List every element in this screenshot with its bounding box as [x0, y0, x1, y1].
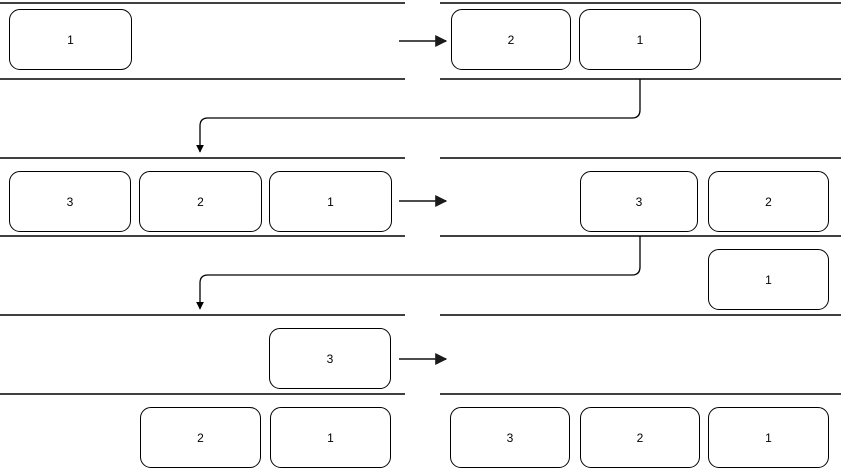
state-node-label: 2 — [197, 430, 204, 445]
state-node-1[interactable]: 1 — [269, 171, 392, 232]
wrap-connectors-group — [196, 79, 641, 310]
state-node-label: 2 — [507, 32, 515, 47]
state-node-3[interactable]: 3 — [9, 171, 131, 232]
state-node-label: 3 — [635, 194, 643, 209]
state-node-label: 1 — [327, 430, 334, 445]
state-node-label: 2 — [765, 194, 772, 209]
state-node-label: 3 — [66, 194, 74, 209]
state-node-3[interactable]: 3 — [580, 171, 698, 232]
state-node-label: 1 — [765, 430, 772, 445]
state-node-1[interactable]: 1 — [708, 407, 829, 468]
state-node-label: 3 — [326, 351, 334, 366]
transition-arrows-group — [399, 35, 448, 365]
state-node-3[interactable]: 3 — [269, 328, 391, 389]
wrap-connector-row2-to-row3 — [196, 236, 641, 310]
state-node-2[interactable]: 2 — [451, 9, 571, 70]
state-node-label: 1 — [636, 32, 644, 47]
wrap-connector-row1-to-row2 — [196, 79, 641, 153]
state-node-label: 3 — [506, 430, 514, 445]
state-node-1[interactable]: 1 — [579, 9, 701, 70]
state-node-2[interactable]: 2 — [708, 171, 829, 232]
state-node-label: 2 — [636, 430, 644, 445]
state-node-2[interactable]: 2 — [140, 407, 261, 468]
state-node-1[interactable]: 1 — [270, 407, 391, 468]
state-node-label: 1 — [765, 272, 772, 287]
state-node-label: 1 — [67, 32, 74, 47]
state-node-1[interactable]: 1 — [708, 249, 829, 310]
state-node-2[interactable]: 2 — [580, 407, 700, 468]
state-node-1[interactable]: 1 — [9, 9, 132, 70]
state-node-label: 1 — [327, 194, 334, 209]
state-node-3[interactable]: 3 — [450, 407, 570, 468]
state-node-2[interactable]: 2 — [139, 171, 262, 232]
state-node-label: 2 — [197, 194, 204, 209]
